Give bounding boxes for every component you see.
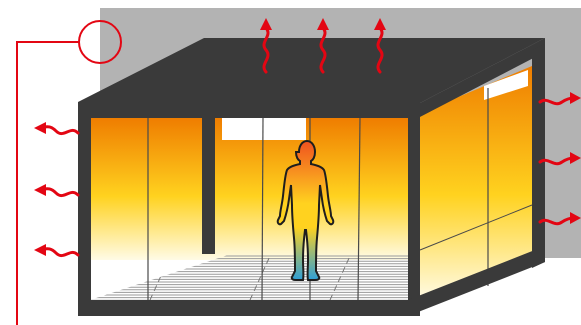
floor-tile-seam (250, 256, 270, 300)
heated-floor-grid (80, 256, 420, 300)
back-center-post (202, 104, 215, 254)
heat-wave-line (44, 127, 78, 134)
heat-wave-arrowhead (34, 184, 46, 196)
left-wall-heat-wave-arrow (34, 184, 78, 196)
front-left-post (78, 102, 91, 316)
heat-wave-line (44, 249, 78, 256)
floor-tile-seam (330, 256, 350, 300)
floor-front-beam (78, 300, 420, 316)
sensor-wire (17, 42, 79, 325)
heat-wave-arrowhead (34, 122, 46, 134)
floor-tile-seam (150, 256, 170, 300)
left-wall-heat-wave-arrow (34, 122, 78, 134)
wall-heater-panel (222, 118, 306, 140)
front-right-post (408, 102, 420, 316)
heat-wave-arrowhead (34, 244, 46, 256)
heat-wave-line (44, 189, 78, 196)
left-wall-heat-wave-arrow (34, 244, 78, 256)
back-right-post (532, 44, 545, 268)
